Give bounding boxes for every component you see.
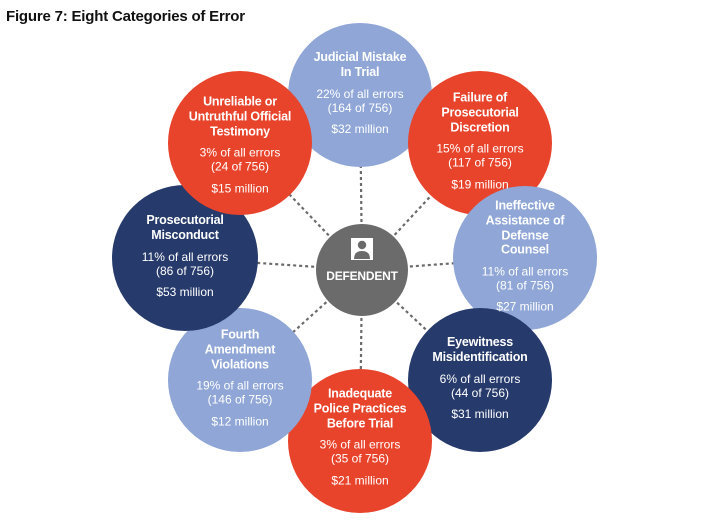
- circle-judicial-mistake: [288, 23, 432, 167]
- category-eyewitness: Eyewitness Misidentification 6% of all er…: [418, 335, 542, 421]
- category-count: (117 of 756): [448, 156, 512, 171]
- circle-police-practices: [288, 369, 432, 513]
- circle-prosecutorial-misconduct: [112, 185, 258, 331]
- category-count: (146 of 756): [207, 393, 273, 408]
- category-amount: $32 million: [331, 121, 389, 136]
- category-count: (24 of 756): [210, 160, 270, 175]
- center-node: [316, 224, 408, 316]
- category-amount: $27 million: [496, 299, 554, 314]
- figure-title: Figure 7: Eight Categories of Error: [6, 8, 245, 25]
- circle-unreliable-testimony: [168, 71, 312, 215]
- category-count: (35 of 756): [330, 452, 390, 467]
- circle-eyewitness: [408, 308, 552, 452]
- category-count: (44 of 756): [450, 385, 510, 400]
- category-label: Failure of Prosecutorial Discretion: [441, 90, 519, 135]
- category-fourth-amendment: Fourth Amendment Violations 19% of all er…: [178, 328, 302, 429]
- circle-ineffective-assistance: [453, 186, 597, 330]
- category-amount: $31 million: [451, 406, 509, 421]
- category-label: Unreliable or Untruthful Official Testim…: [188, 94, 292, 139]
- category-pct: 3% of all errors: [319, 437, 401, 452]
- category-count: (164 of 756): [327, 100, 393, 115]
- category-pct: 19% of all errors: [196, 378, 284, 393]
- category-amount: $12 million: [211, 414, 269, 429]
- category-label: Prosecutorial Misconduct: [146, 213, 224, 242]
- category-pct: 15% of all errors: [436, 141, 524, 156]
- center-label: DEFENDENT: [326, 269, 398, 283]
- category-amount: $19 million: [451, 177, 509, 192]
- circle-fourth-amendment: [168, 308, 312, 452]
- category-circles: [112, 23, 597, 513]
- category-amount: $21 million: [331, 473, 389, 488]
- category-judicial-mistake: Judicial Mistake In Trial 22% of all erro…: [298, 50, 422, 136]
- category-count: (81 of 756): [495, 278, 555, 293]
- category-label: Inadequate Police Practices Before Trial: [313, 386, 407, 431]
- category-pct: 11% of all errors: [141, 249, 229, 264]
- category-label: Ineffective Assistance of Defense Counse…: [485, 198, 565, 257]
- category-count: (86 of 756): [155, 263, 215, 278]
- category-pct: 11% of all errors: [481, 264, 569, 279]
- person-icon: [351, 238, 373, 260]
- category-label: Fourth Amendment Violations: [204, 327, 276, 372]
- category-label: Judicial Mistake In Trial: [313, 50, 407, 79]
- circle-prosecutorial-discretion: [408, 71, 552, 215]
- category-amount: $15 million: [211, 181, 269, 196]
- category-pct: 3% of all errors: [199, 145, 281, 160]
- category-unreliable-testimony: Unreliable or Untruthful Official Testim…: [178, 95, 302, 196]
- category-amount: $53 million: [156, 284, 214, 299]
- category-pct: 6% of all errors: [439, 371, 521, 386]
- category-ineffective-assistance: Ineffective Assistance of Defense Counse…: [463, 198, 587, 313]
- category-label: Eyewitness Misidentification: [432, 335, 528, 364]
- center-circle: [316, 224, 408, 316]
- category-pct: 22% of all errors: [316, 86, 404, 101]
- category-prosecutorial-discretion: Failure of Prosecutorial Discretion 15% o…: [418, 91, 542, 192]
- connector-police-practices: [358, 269, 364, 442]
- category-prosecutorial-misconduct: Prosecutorial Misconduct 11% of all error…: [123, 213, 247, 299]
- category-police-practices: Inadequate Police Practices Before Trial…: [298, 387, 422, 488]
